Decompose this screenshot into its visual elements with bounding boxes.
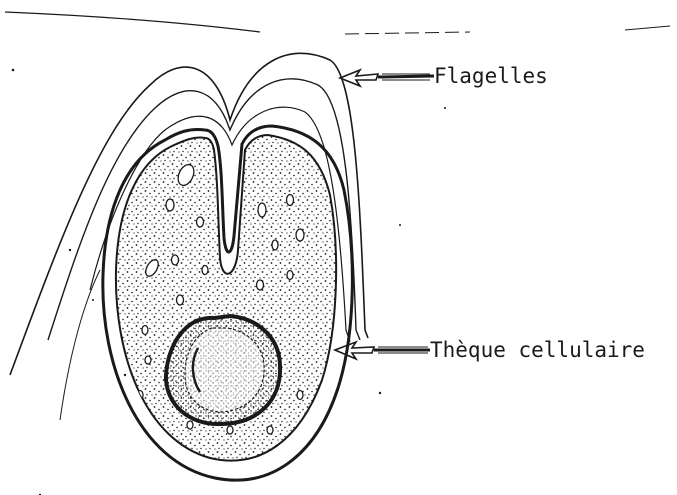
nucleus: [166, 316, 280, 424]
scan-line: [345, 32, 470, 34]
callout-arrow-flagelles: [340, 70, 434, 86]
flagellum: [60, 270, 100, 420]
scan-line: [625, 26, 670, 30]
callout-arrow-theque: [335, 342, 430, 359]
theque-cellulaire-label: Thèque cellulaire: [430, 340, 645, 361]
scan-line: [5, 12, 260, 32]
flagelles-label: Flagelles: [434, 66, 548, 87]
